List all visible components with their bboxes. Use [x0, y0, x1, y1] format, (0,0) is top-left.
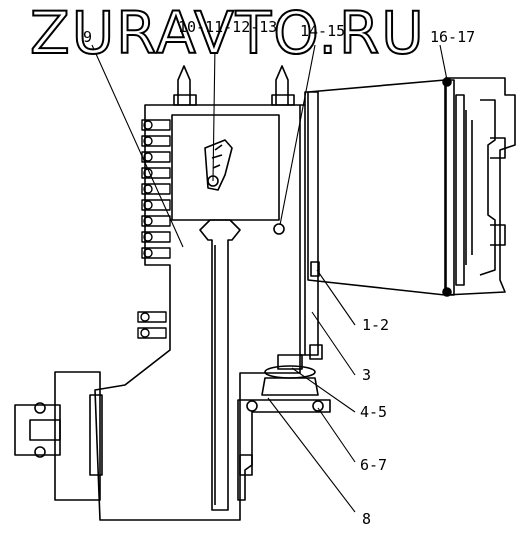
callout-1-2: 1-2 — [362, 316, 390, 334]
drain-bolt — [273, 223, 285, 235]
watermark: ZURAVTO.RU — [29, 0, 426, 67]
shift-pattern-plate — [204, 139, 233, 191]
callout-4-5: 4-5 — [360, 403, 388, 421]
callout-8: 8 — [362, 510, 372, 528]
callout-9: 9 — [83, 28, 93, 46]
callout-6-7: 6-7 — [360, 456, 388, 474]
mount-bracket — [237, 344, 331, 501]
output-flange — [14, 371, 103, 501]
callout-16-17: 16-17 — [430, 28, 476, 46]
callout-10-13: 10-11-12-13 — [178, 18, 278, 36]
shift-rail-fittings — [137, 119, 171, 339]
vertical-shaft — [199, 219, 241, 511]
bell-housing — [307, 77, 516, 297]
callout-3: 3 — [362, 366, 372, 384]
gearbox-body — [94, 65, 319, 521]
callout-14-15: 14-15 — [300, 22, 346, 40]
leader-lines — [91, 44, 448, 513]
